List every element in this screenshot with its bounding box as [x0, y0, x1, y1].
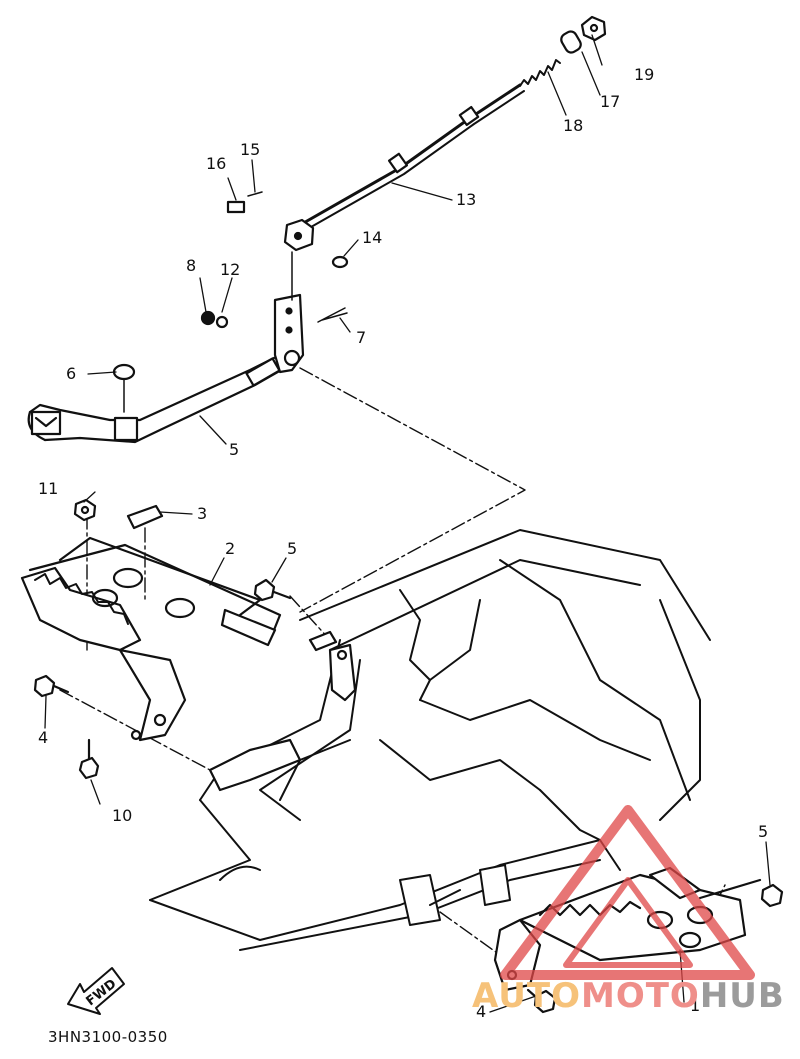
- callout-4-left: 4: [38, 728, 49, 747]
- callout-16: 16: [206, 154, 227, 173]
- watermark-logo-icon: [500, 805, 755, 980]
- cable-end-nut: [580, 15, 607, 42]
- callout-13: 13: [456, 190, 477, 209]
- callout-leaders: [44, 34, 771, 1013]
- bolt-10: [78, 738, 100, 780]
- callout-6: 5: [229, 440, 240, 459]
- watermark-part-hub: HUB: [699, 976, 785, 1016]
- callout-19: 19: [634, 65, 655, 84]
- callout-8: 7: [356, 328, 367, 347]
- callout-14: 14: [362, 228, 383, 247]
- cable-joint: [560, 30, 582, 54]
- callout-12: 12: [220, 260, 241, 279]
- watermark-brand: AUTOMOTOHUB: [472, 976, 785, 1016]
- washer-9-12: [200, 310, 229, 329]
- frame: [149, 529, 711, 951]
- callout-18: 18: [563, 116, 584, 135]
- callout-2: 2: [225, 539, 236, 558]
- cable-clevis: [283, 218, 315, 301]
- bolt-5-right: [760, 883, 784, 908]
- brake-cable: [298, 83, 525, 232]
- left-footrest: [20, 536, 282, 742]
- brake-pedal: [27, 293, 305, 444]
- frame-bracket: [208, 630, 357, 792]
- watermark-part-moto: MOTO: [580, 976, 700, 1016]
- bolt-5-left: [253, 578, 292, 602]
- cotter-pin-8: [317, 307, 348, 323]
- adjusting-spring: [519, 59, 561, 87]
- callout-4-right: 4: [476, 1002, 487, 1021]
- pin-16-15: [226, 191, 263, 214]
- callout-9: 8: [186, 256, 197, 275]
- callout-5-right: 5: [758, 822, 769, 841]
- pedal-pad: [112, 363, 136, 413]
- callout-15: 15: [240, 140, 261, 159]
- callout-1: 1: [690, 996, 701, 1015]
- fwd-arrow: FWD: [67, 967, 125, 1015]
- footrest-pin-3: [126, 504, 164, 530]
- washer-14: [331, 255, 349, 269]
- nut-11: [73, 498, 97, 522]
- callout-17: 17: [600, 92, 621, 111]
- watermark-part-auto: AUTO: [472, 976, 581, 1016]
- diagram-code: 3HN3100-0350: [48, 1028, 168, 1046]
- bolt-4-left: [33, 674, 70, 698]
- callout-10: 10: [112, 806, 133, 825]
- callout-11: 11: [38, 479, 59, 498]
- callout-5-left: 5: [287, 539, 298, 558]
- callout-7: 6: [66, 364, 77, 383]
- callout-3: 3: [197, 504, 208, 523]
